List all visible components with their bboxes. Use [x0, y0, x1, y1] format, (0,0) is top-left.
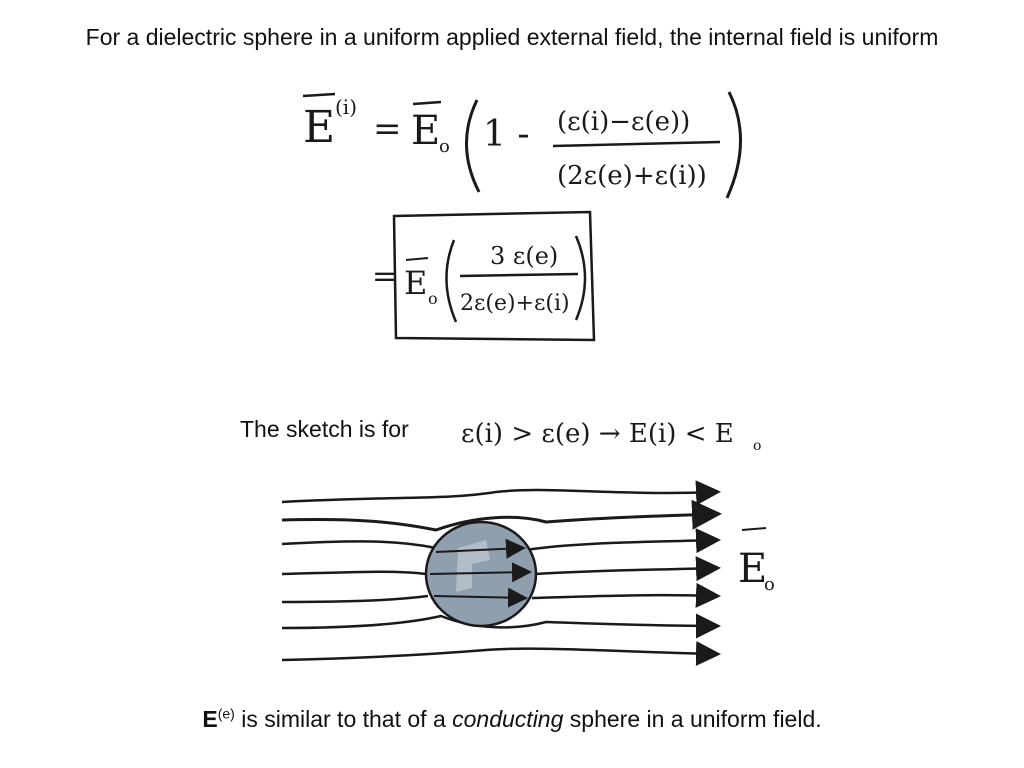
eq2-equals: = — [372, 259, 397, 294]
boxed-result-equation: = E o 3 ε(e) 2ε(e)+ε(i) — [372, 210, 604, 342]
field-line — [281, 540, 716, 550]
field-line — [281, 613, 721, 639]
field-line — [281, 641, 721, 667]
condition-text: ε(i) > ε(e) → E(i) < E — [461, 419, 734, 449]
internal-field-line — [433, 587, 528, 608]
field-label-sub: o — [764, 574, 775, 595]
e0-sub: o — [439, 136, 450, 157]
field-line-sketch: E o — [276, 478, 796, 668]
eq2-denominator: 2ε(e)+ε(i) — [460, 291, 570, 316]
eq2-e0-sub: o — [428, 289, 438, 308]
one-minus: 1 - — [483, 114, 530, 155]
internal-field-line — [435, 538, 526, 559]
footer-statement: E(e) is similar to that of a conducting … — [0, 706, 1024, 733]
internal-field-equation: E (i) = E o 1 - (ε(i)−ε(e)) (2ε(e)+ε(i)) — [295, 80, 755, 210]
eq2-e0: E — [404, 264, 427, 302]
footer-text-after: sphere in a uniform field. — [563, 706, 822, 732]
sketch-condition-svg: ε(i) > ε(e) → E(i) < E o — [461, 419, 761, 454]
footer-e-sup: (e) — [217, 705, 235, 722]
internal-field-equation-svg: E (i) = E o 1 - (ε(i)−ε(e)) (2ε(e)+ε(i)) — [302, 91, 742, 199]
field-line — [281, 480, 721, 506]
field-label-e: E — [738, 546, 767, 592]
field-line-svg: E o — [281, 480, 775, 667]
sketch-label: The sketch is for — [240, 416, 409, 442]
slide-title: For a dielectric sphere in a uniform app… — [85, 24, 939, 50]
sketch-condition: ε(i) > ε(e) → E(i) < E o — [455, 400, 775, 464]
eq2-numerator: 3 ε(e) — [490, 242, 558, 270]
eq1-equals: = — [373, 109, 402, 149]
boxed-result-svg: = E o 3 ε(e) 2ε(e)+ε(i) — [372, 210, 596, 342]
field-line — [281, 499, 722, 532]
lhs-e: E — [303, 102, 335, 153]
condition-sub: o — [753, 438, 761, 454]
eq1-denominator: (2ε(e)+ε(i)) — [557, 161, 707, 191]
footer-emphasis: conducting — [452, 706, 564, 732]
eq1-numerator: (ε(i)−ε(e)) — [557, 107, 690, 137]
field-line — [281, 568, 716, 574]
field-line — [281, 595, 716, 602]
lhs-sup: (i) — [335, 95, 357, 119]
footer-e-symbol: E — [202, 706, 218, 732]
footer-text-before: is similar to that of a — [234, 706, 453, 732]
e0-symbol: E — [411, 108, 440, 154]
internal-field-line — [429, 562, 532, 583]
